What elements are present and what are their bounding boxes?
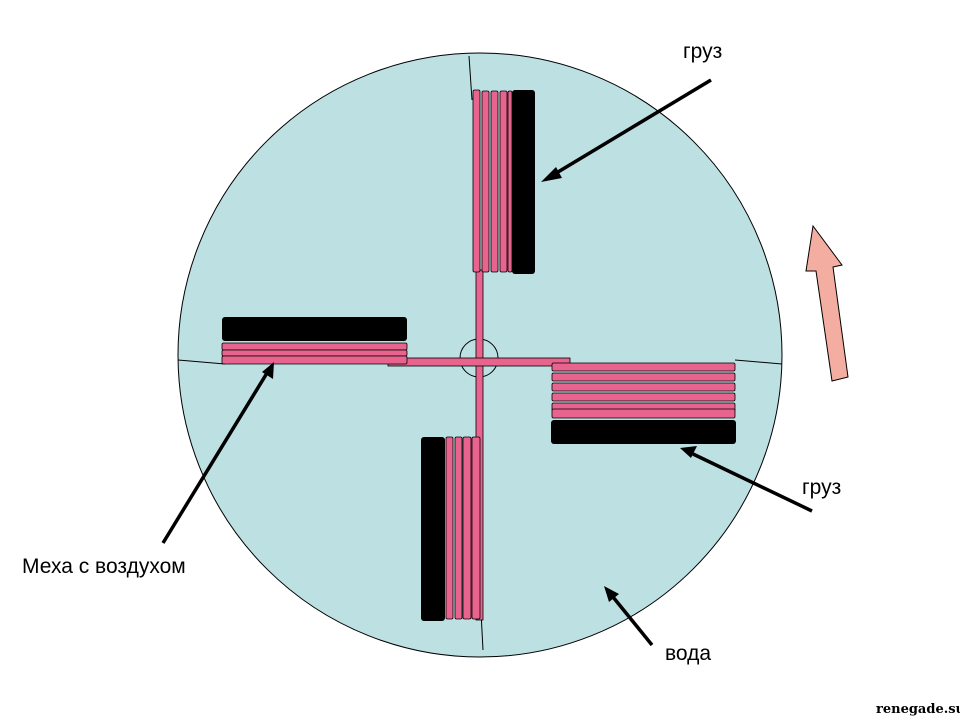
label-bellows: Меха с воздухом bbox=[22, 555, 186, 578]
divider-line-right bbox=[734, 359, 783, 365]
arrowhead-water bbox=[604, 586, 619, 602]
arrow-load-right bbox=[692, 452, 813, 513]
label-load-top: груз bbox=[683, 40, 723, 63]
arrowhead-bellows bbox=[262, 362, 274, 379]
rotation-direction-arrow bbox=[805, 224, 849, 382]
arrowhead-load-right bbox=[680, 446, 697, 458]
weight-bottom bbox=[421, 437, 445, 621]
spoke-horizontal bbox=[387, 357, 571, 367]
arrow-bellows bbox=[161, 372, 269, 544]
bellows-bottom bbox=[445, 436, 481, 620]
divider-line-top bbox=[468, 55, 473, 101]
arrowhead-load-top bbox=[541, 167, 562, 182]
weight-top bbox=[512, 90, 535, 274]
watermark: renegade.su bbox=[876, 702, 960, 717]
bellows-left bbox=[221, 342, 408, 365]
weight-left bbox=[222, 317, 407, 341]
label-water: вода bbox=[665, 642, 712, 665]
bellows-right bbox=[551, 362, 736, 419]
arrow-load-top bbox=[552, 78, 712, 177]
divider-line-left bbox=[177, 359, 226, 365]
weight-right bbox=[551, 420, 736, 444]
pointer-arrows bbox=[161, 78, 813, 647]
arrow-water bbox=[611, 595, 654, 647]
bellows-top bbox=[472, 89, 513, 273]
label-load-right: груз bbox=[802, 476, 842, 499]
